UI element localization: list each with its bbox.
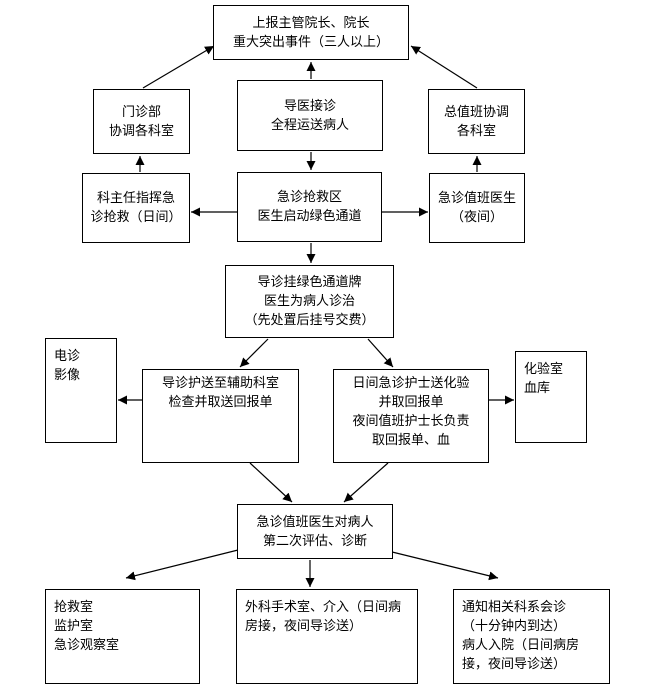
node-consult-line-3: 病人入院（日间病房接，夜间导诊送）	[462, 638, 580, 672]
arrow-green-to-nurse	[367, 338, 394, 368]
node-consult-line-1: 通知相关科系会诊	[462, 600, 567, 615]
node-lab-blood: 化验室 血库	[515, 351, 587, 443]
arrow-escort-to-eval	[249, 462, 293, 503]
node-night-doctor-line-2: （夜间）	[450, 210, 503, 225]
node-outpatient-line-1: 门诊部	[121, 104, 161, 120]
node-duty-coord: 总值班协调 各科室	[428, 89, 525, 154]
node-rescue-area: 急诊抢救区 医生启动绿色通道	[237, 172, 382, 242]
node-green-channel-line-2: 医生为病人诊治	[263, 294, 355, 309]
node-report: 上报主管院长、院长 重大突出事件（三人以上）	[213, 5, 409, 60]
node-rescue-area-line-2: 医生启动绿色通道	[257, 209, 362, 224]
node-rooms-line-1: 抢救室	[54, 600, 94, 615]
node-second-eval: 急诊值班医生对病人 第二次评估、诊断	[237, 504, 393, 559]
node-lab-blood-line-1: 化验室	[524, 362, 564, 377]
node-surgery-line-1: 外科手术室、介入（日间病房接，夜间导诊送）	[245, 600, 402, 634]
node-green-channel-line-3: （先处置后挂号交费）	[244, 313, 375, 328]
node-guide: 导医接诊 全程运送病人	[237, 80, 383, 151]
node-outpatient: 门诊部 协调各科室	[93, 89, 190, 154]
node-night-doctor-line-1: 急诊值班医生	[437, 191, 516, 206]
node-outpatient-line-2: 协调各科室	[108, 123, 174, 139]
node-director-line-1: 科主任指挥急	[96, 191, 175, 206]
arrow-eval-to-consult	[383, 549, 499, 581]
node-second-eval-line-2: 第二次评估、诊断	[262, 533, 367, 549]
node-nurse-lab-line-3: 夜间值班护士长负责	[352, 414, 470, 429]
node-escort-aux: 导诊护送至辅助科室 检查并取送回报单	[142, 369, 299, 463]
node-rooms-line-2: 监护室	[54, 619, 94, 634]
node-escort-aux-line-1: 导诊护送至辅助科室	[161, 376, 279, 391]
node-rooms-line-3: 急诊观察室	[54, 638, 120, 653]
node-green-channel-line-1: 导诊挂绿色通道牌	[257, 275, 362, 290]
node-escort-aux-line-2: 检查并取送回报单	[168, 395, 273, 410]
arrow-dutycoord-to-report	[410, 45, 478, 89]
node-duty-coord-line-1: 总值班协调	[443, 104, 509, 120]
node-report-line-1: 上报主管院长、院长	[252, 15, 370, 31]
node-night-doctor: 急诊值班医生 （夜间）	[429, 173, 525, 243]
arrow-outpatient-to-report	[142, 45, 215, 89]
node-green-channel: 导诊挂绿色通道牌 医生为病人诊治 （先处置后挂号交费）	[225, 265, 394, 338]
node-lab-blood-line-2: 血库	[524, 381, 551, 396]
node-nurse-lab: 日间急诊护士送化验 并取回报单 夜间值班护士长负责 取回报单、血	[333, 369, 489, 463]
arrow-green-to-escort	[239, 338, 269, 368]
node-consult: 通知相关科系会诊 （十分钟内到达） 病人入院（日间病房接，夜间导诊送）	[453, 589, 610, 684]
node-guide-line-1: 导医接诊	[283, 98, 336, 114]
node-ecg-imaging-line-2: 影像	[54, 368, 81, 383]
node-report-line-2: 重大突出事件（三人以上）	[232, 34, 389, 50]
node-nurse-lab-line-1: 日间急诊护士送化验	[352, 376, 470, 391]
node-duty-coord-line-2: 各科室	[456, 123, 496, 139]
node-surgery: 外科手术室、介入（日间病房接，夜间导诊送）	[236, 589, 418, 684]
node-consult-line-2: （十分钟内到达）	[462, 619, 567, 634]
node-second-eval-line-1: 急诊值班医生对病人	[256, 514, 374, 530]
node-nurse-lab-line-2: 并取回报单	[378, 395, 444, 410]
node-rescue-area-line-1: 急诊抢救区	[276, 190, 342, 205]
arrow-nurse-to-eval	[343, 462, 389, 503]
arrow-eval-to-rooms	[125, 549, 239, 581]
node-ecg-imaging: 电诊 影像	[45, 338, 117, 443]
node-director-line-2: 诊抢救（日间）	[90, 210, 182, 225]
node-nurse-lab-line-4: 取回报单、血	[371, 433, 450, 448]
node-director: 科主任指挥急 诊抢救（日间）	[82, 173, 190, 243]
node-ecg-imaging-line-1: 电诊	[54, 349, 81, 364]
node-rooms: 抢救室 监护室 急诊观察室	[45, 589, 200, 684]
node-guide-line-2: 全程运送病人	[270, 117, 349, 133]
